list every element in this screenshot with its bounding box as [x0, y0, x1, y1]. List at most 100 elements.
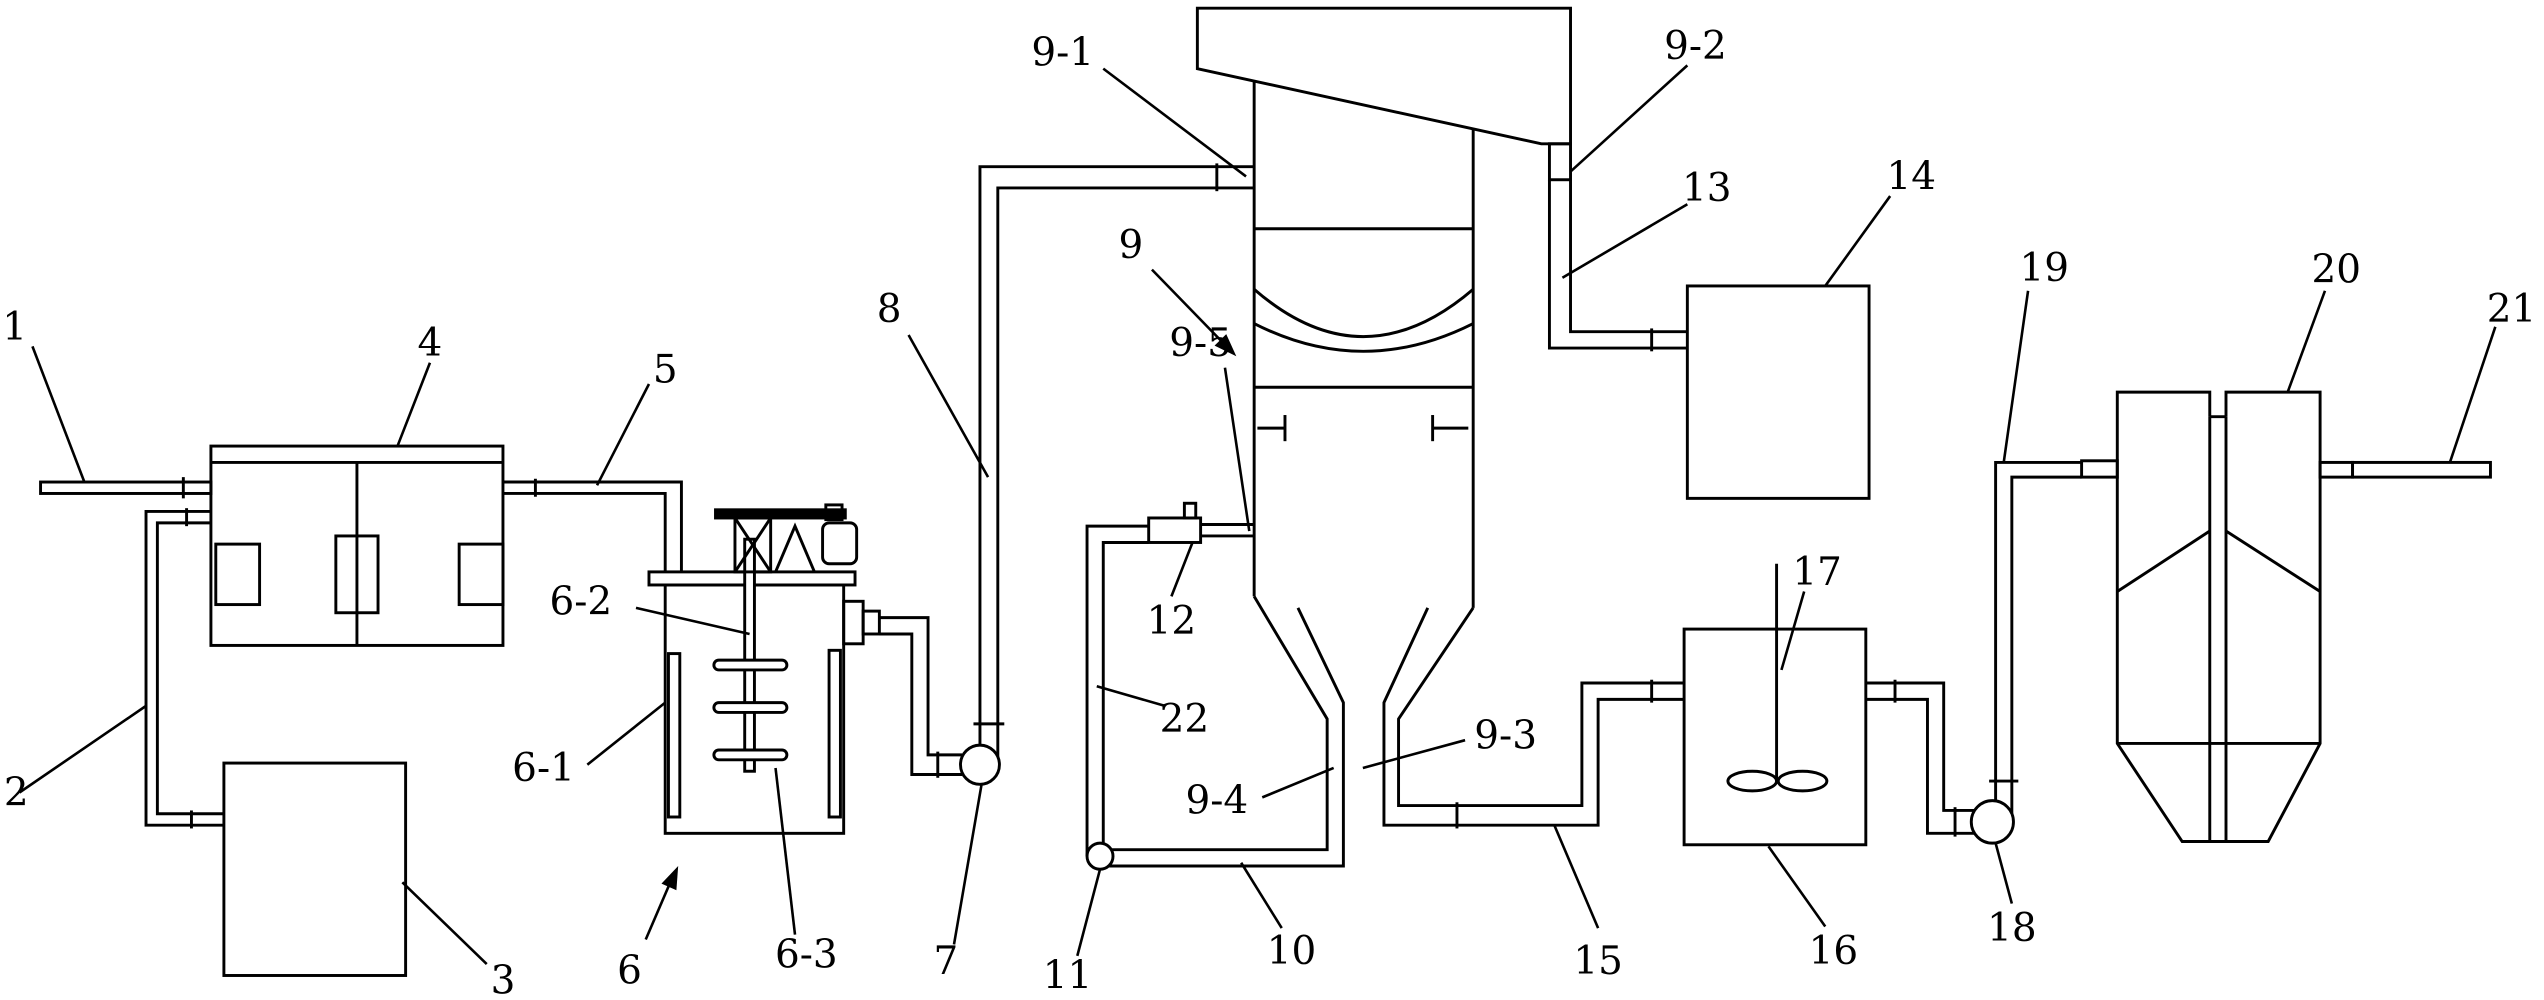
- leader-line-14: [1824, 195, 1892, 287]
- leader-line-6-3: [774, 767, 797, 935]
- tank-6-outlet-nozzle: [861, 609, 881, 636]
- leader-line-19: [2002, 290, 2030, 463]
- equipment-drawing: [39, 6, 2492, 977]
- label-11: 11: [1043, 953, 1093, 998]
- pump-18: [1969, 799, 2015, 845]
- pump-7: [959, 743, 1001, 786]
- pipe-19: [1989, 459, 2119, 814]
- leader-line-1: [31, 345, 86, 483]
- pipe-5: [502, 478, 683, 572]
- pipe-21: [2351, 460, 2492, 479]
- label-18: 18: [1987, 906, 2037, 951]
- leader-line-17: [1780, 591, 1806, 671]
- pipe-1: [39, 477, 213, 499]
- outlet-9-4-to-pipe-10: [1108, 607, 1345, 868]
- label-15: 15: [1573, 939, 1623, 984]
- pump-11: [1085, 841, 1115, 871]
- label-3: 3: [491, 958, 516, 1000]
- leader-line-9-3: [1362, 738, 1466, 770]
- leader-lines: [18, 64, 2497, 965]
- agitator-paddle: [712, 658, 789, 672]
- label-9-4: 9-4: [1185, 779, 1248, 824]
- label-16: 16: [1809, 929, 1859, 974]
- mixing-tank-16: [1682, 563, 1868, 847]
- label-1: 1: [2, 305, 27, 350]
- label-2: 2: [4, 770, 29, 815]
- label-19: 19: [2020, 246, 2070, 291]
- pipe-8: [973, 163, 1255, 757]
- leader-line-9-2: [1569, 64, 1689, 173]
- stirred-tank-6: [647, 503, 881, 835]
- outlet-9-3-to-pipe-15: [1397, 607, 1685, 808]
- label-12: 12: [1147, 599, 1197, 644]
- leader-line-7: [952, 784, 983, 945]
- label-6-2: 6-2: [549, 579, 612, 624]
- settling-tank-20: [2115, 390, 2355, 843]
- label-21: 21: [2487, 287, 2537, 332]
- leader-line-3: [401, 881, 488, 965]
- label-14: 14: [1886, 154, 1936, 199]
- reactor-column-9: [1108, 6, 1685, 868]
- arrowhead-6: [661, 866, 679, 891]
- leader-line-18: [1994, 842, 2014, 904]
- leader-line-21: [2448, 326, 2497, 463]
- leader-line-9-4: [1261, 766, 1335, 799]
- agitator-17-blade: [1776, 769, 1829, 793]
- column-9-cone: [1108, 595, 1685, 868]
- leader-line-20: [2286, 290, 2327, 393]
- agitator-motor-assembly: [714, 503, 859, 574]
- leader-line-16: [1767, 845, 1827, 928]
- agitator-shaft-6-2: [743, 537, 756, 773]
- column-9-curved-plate: [1253, 288, 1475, 338]
- column-9-outlet-9-2: [1547, 142, 1572, 182]
- label-9-2: 9-2: [1664, 24, 1727, 69]
- label-9-5: 9-5: [1169, 321, 1232, 366]
- leader-line-5: [595, 383, 651, 486]
- agitator-paddle: [712, 701, 789, 714]
- outlet-9-4-to-pipe-10: [1111, 595, 1329, 852]
- pipe-22: [1085, 524, 1149, 857]
- outlet-9-3-to-pipe-15: [1382, 607, 1685, 827]
- leader-line-11: [1076, 868, 1102, 957]
- label-13: 13: [1682, 166, 1732, 211]
- column-9-internal-fitting: [1431, 415, 1469, 442]
- leader-line-9-5: [1223, 367, 1251, 532]
- label-6: 6: [617, 949, 642, 994]
- label-8: 8: [877, 287, 902, 332]
- pipe-tank-6-to-pump-7: [879, 616, 963, 778]
- leader-arrow-9: [1151, 268, 1226, 346]
- label-5: 5: [653, 347, 678, 392]
- column-9-curved-plate: [1253, 322, 1474, 353]
- label-9: 9: [1118, 223, 1143, 268]
- leader-line-10: [1240, 862, 1283, 929]
- column-9-internal-fitting: [1257, 415, 1287, 442]
- unit-4: [209, 444, 505, 647]
- label-9-3: 9-3: [1474, 713, 1537, 758]
- label-22: 22: [1160, 697, 1210, 742]
- component-labels: 1 2 3 4 5 6 6-1 6-2 6-3 7 8 9 9-1 9-2 9-…: [2, 24, 2536, 1000]
- agitator-paddle: [712, 748, 789, 762]
- pipe-tank-16-to-pump-18: [1865, 679, 1975, 837]
- arrowhead-9: [1214, 334, 1237, 357]
- leader-arrow-6: [644, 878, 673, 941]
- leader-line-6-2: [635, 606, 750, 636]
- leader-line-12: [1170, 542, 1194, 597]
- agitator-17-blade: [1726, 769, 1779, 793]
- tank-3: [222, 761, 408, 977]
- label-9-1: 9-1: [1031, 30, 1094, 75]
- leader-line-15: [1553, 824, 1600, 929]
- tank-14: [1685, 284, 1871, 500]
- pipe-13: [1547, 179, 1688, 352]
- leader-line-8: [907, 334, 990, 478]
- leader-line-22: [1096, 685, 1166, 708]
- label-20: 20: [2312, 248, 2362, 293]
- valve-12: [1147, 501, 1255, 544]
- tank-6-left-baffle: [666, 652, 682, 819]
- label-4: 4: [418, 321, 443, 366]
- pipe-2: [144, 508, 224, 829]
- label-17: 17: [1792, 550, 1842, 595]
- tank-6-right-baffle: [827, 648, 842, 819]
- leader-line-4: [396, 362, 432, 447]
- label-10: 10: [1267, 929, 1317, 974]
